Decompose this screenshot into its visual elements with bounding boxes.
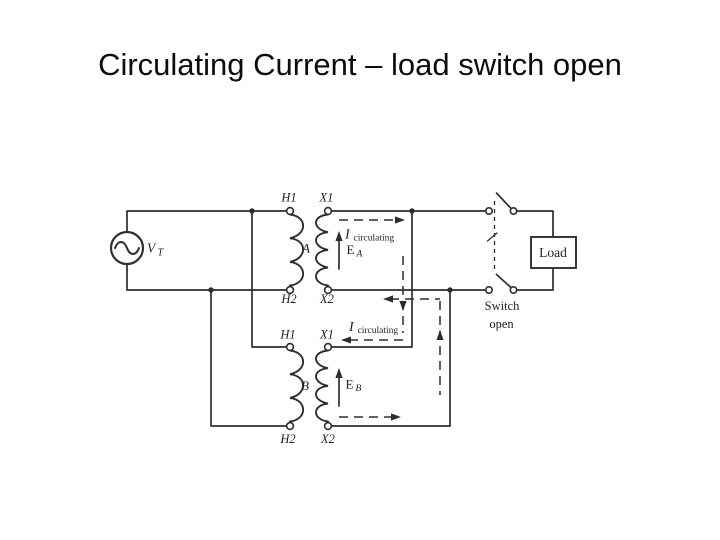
label-b-x2: X2 bbox=[320, 432, 335, 446]
wire-x2-parallel-link bbox=[330, 289, 451, 427]
label-switch-line2: open bbox=[489, 317, 514, 331]
terminal-b-h1 bbox=[285, 342, 295, 352]
wire-load-to-switch-bottom bbox=[516, 267, 554, 291]
wire-source-top-rail bbox=[126, 210, 288, 233]
label-a-h2: H2 bbox=[280, 292, 296, 306]
terminal-b-x2 bbox=[323, 421, 333, 431]
load-switch-open: Switch open bbox=[484, 192, 520, 331]
switch-linkage-tick bbox=[486, 232, 498, 242]
terminal-b-h2 bbox=[285, 421, 295, 431]
wire-switch-to-load-top bbox=[516, 210, 554, 238]
label-ea: E bbox=[347, 242, 355, 257]
terminal-a-x2 bbox=[323, 285, 333, 295]
terminal-a-h2 bbox=[285, 285, 295, 295]
label-b-x1: X1 bbox=[319, 328, 334, 342]
switch-terminal-bottom-right bbox=[509, 285, 518, 294]
arrowhead-left bbox=[383, 295, 393, 303]
ea-arrowhead-up bbox=[335, 231, 343, 241]
arrowhead-down bbox=[399, 301, 407, 311]
switch-blade-top bbox=[495, 192, 512, 210]
switch-blade-bottom bbox=[495, 273, 512, 289]
label-switch-line1: Switch bbox=[485, 299, 520, 313]
transformer-b: H1 X1 H2 X2 B bbox=[279, 328, 335, 447]
load: Load bbox=[530, 236, 577, 269]
label-eb: E bbox=[346, 377, 354, 392]
emf-arrow-ea: E A bbox=[335, 231, 363, 270]
source-voltage-label: V bbox=[147, 241, 157, 256]
circulating-current-loop-b: I circulating bbox=[339, 295, 444, 421]
emf-arrow-eb: E B bbox=[335, 368, 362, 407]
switch-terminal-top-left bbox=[484, 207, 493, 216]
label-icirculating-top-subscript: circulating bbox=[354, 234, 395, 244]
junction-dot bbox=[447, 287, 453, 293]
transformer-a-secondary-winding bbox=[315, 213, 329, 287]
transformer-a-primary-winding bbox=[289, 213, 305, 287]
source-voltage-subscript: T bbox=[158, 248, 165, 259]
wire-bottom-rail-to-h2b bbox=[210, 289, 288, 427]
terminal-a-h1 bbox=[285, 206, 295, 216]
arrowhead-up bbox=[436, 330, 444, 340]
transformer-a: H1 X1 H2 X2 A bbox=[280, 191, 334, 307]
arrowhead-left bbox=[341, 336, 351, 344]
wire-x1-parallel-link bbox=[330, 210, 413, 348]
terminal-b-x1 bbox=[323, 342, 333, 352]
switch-terminal-bottom-left bbox=[484, 285, 493, 294]
transformer-b-primary-winding bbox=[289, 349, 305, 423]
sine-wave-icon bbox=[114, 241, 140, 255]
label-icirculating-bottom: I bbox=[348, 320, 355, 335]
label-eb-subscript: B bbox=[356, 384, 362, 394]
label-a-h1: H1 bbox=[280, 191, 296, 205]
transformer-b-secondary-winding bbox=[315, 349, 329, 423]
label-b-h1: H1 bbox=[279, 328, 295, 342]
label-transformer-a: A bbox=[301, 241, 310, 256]
label-a-x1: X1 bbox=[319, 191, 334, 205]
terminal-a-x1 bbox=[323, 206, 333, 216]
arrowhead-right bbox=[395, 216, 405, 224]
wire-top-rail-to-h1b bbox=[251, 210, 288, 348]
label-a-x2: X2 bbox=[319, 292, 334, 306]
arrowhead-right bbox=[391, 413, 401, 421]
load-box bbox=[530, 236, 577, 269]
switch-terminal-top-right bbox=[509, 207, 518, 216]
eb-arrowhead-up bbox=[335, 368, 343, 378]
circulating-current-loop-a: I circulating bbox=[339, 216, 407, 344]
junction-dot bbox=[208, 287, 214, 293]
label-transformer-b: B bbox=[301, 378, 309, 393]
label-ea-subscript: A bbox=[356, 250, 363, 260]
label-icirculating-bottom-subscript: circulating bbox=[358, 326, 399, 336]
slide-title: Circulating Current – load switch open bbox=[98, 47, 622, 82]
label-icirculating-top: I bbox=[344, 228, 351, 243]
label-b-h2: H2 bbox=[279, 432, 295, 446]
junction-dot bbox=[249, 208, 255, 214]
wire-source-bottom-rail bbox=[126, 263, 288, 291]
label-load: Load bbox=[539, 245, 567, 260]
junction-dot bbox=[409, 208, 415, 214]
